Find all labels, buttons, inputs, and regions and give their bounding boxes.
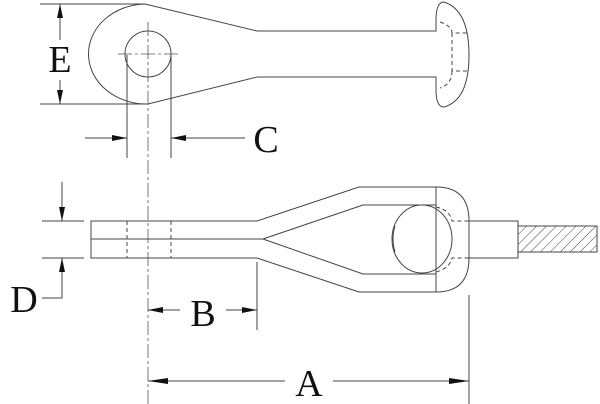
- side-view: [90, 186, 598, 293]
- top-view-outline: [88, 1, 470, 108]
- threaded-end: [517, 225, 598, 253]
- label-e: E: [48, 39, 71, 81]
- dimension-c: C: [85, 119, 279, 161]
- shank: [468, 220, 519, 259]
- top-view: [88, 1, 470, 404]
- label-b: B: [190, 293, 215, 335]
- head-hidden-lines: [439, 21, 469, 89]
- dimension-e: E: [40, 3, 148, 105]
- dimension-a: A: [148, 295, 470, 404]
- label-a: A: [295, 363, 323, 404]
- label-c: C: [253, 119, 278, 161]
- ball: [391, 204, 453, 274]
- label-d: D: [10, 279, 37, 321]
- dimension-d: D: [10, 182, 84, 321]
- dimension-b: B: [148, 262, 258, 335]
